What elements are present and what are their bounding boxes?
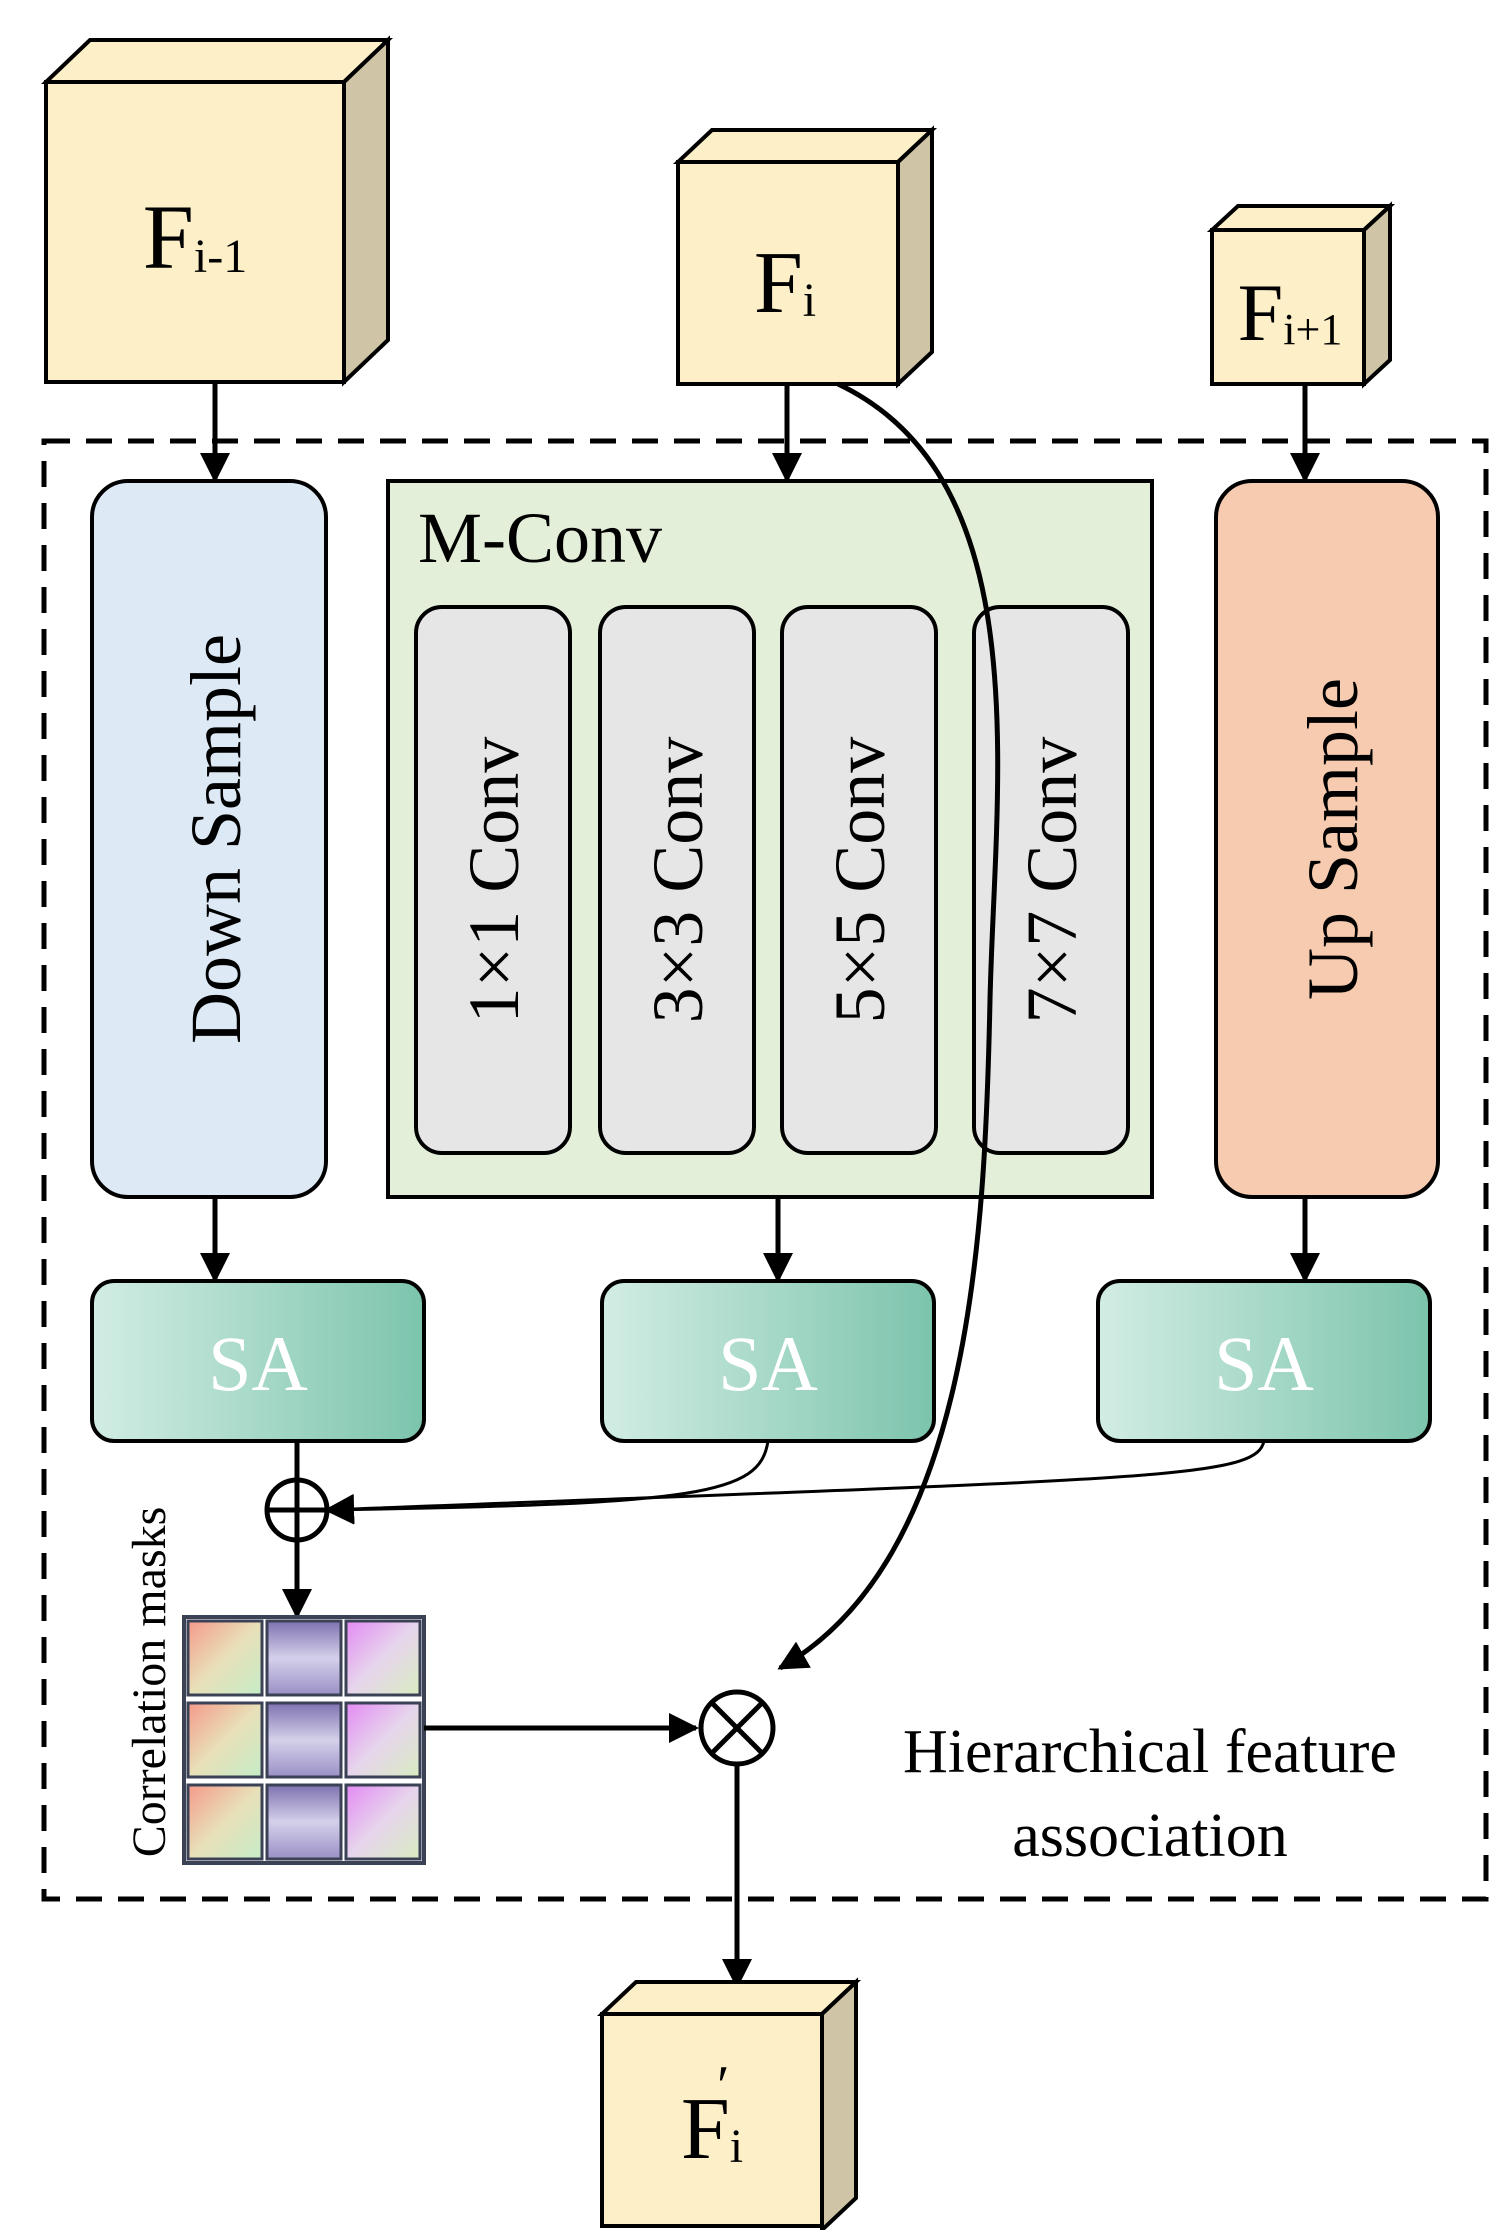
mconv-title: M-Conv: [418, 498, 662, 578]
up-sample-label: Up Sample: [1293, 678, 1373, 1000]
sa-block-left: SA: [90, 1279, 426, 1443]
correlation-masks-label: Correlation masks: [123, 1507, 176, 1858]
conv-3x3-label: 3×3 Conv: [638, 737, 718, 1024]
cube-output-label: Fi′: [681, 2055, 743, 2178]
sa-mid-label: SA: [718, 1320, 818, 1407]
multiply-node: [698, 1689, 776, 1767]
conv-5x5-block: 5×5 Conv: [780, 605, 938, 1155]
up-sample-block: Up Sample: [1214, 479, 1440, 1199]
down-sample-block: Down Sample: [90, 479, 328, 1199]
cube-f-cur: Fi: [672, 125, 938, 389]
cube-output: Fi′: [596, 1977, 862, 2230]
down-sample-label: Down Sample: [176, 634, 256, 1044]
sa-right-label: SA: [1214, 1320, 1314, 1407]
conv-1x1-block: 1×1 Conv: [414, 605, 572, 1155]
cube-f-prev: Fi-1: [41, 35, 393, 387]
conv-7x7-label: 7×7 Conv: [1012, 737, 1092, 1024]
conv-3x3-block: 3×3 Conv: [598, 605, 756, 1155]
sa-left-label: SA: [208, 1320, 308, 1407]
sum-node: [264, 1477, 330, 1543]
cube-f-next-label: Fi+1: [1238, 267, 1343, 358]
conv-5x5-label: 5×5 Conv: [820, 737, 900, 1024]
mconv-block: M-Conv 1×1 Conv 3×3 Conv 5×5 Conv 7×7 Co…: [386, 479, 1154, 1199]
arrow-skip-cur-to-mult: [777, 381, 1001, 1671]
conv-7x7-block: 7×7 Conv: [972, 605, 1130, 1155]
dashed-container: [41, 438, 1489, 1902]
arrow-sa-mid-to-sum: [324, 1440, 770, 1525]
cube-f-prev-label: Fi-1: [143, 186, 248, 288]
sa-block-right: SA: [1096, 1279, 1432, 1443]
conv-1x1-label: 1×1 Conv: [454, 737, 534, 1024]
cube-f-cur-label: Fi: [754, 235, 816, 332]
sa-block-mid: SA: [600, 1279, 936, 1443]
cube-f-next: Fi+1: [1206, 201, 1396, 389]
correlation-mask-grid: [182, 1615, 426, 1865]
hfa-label-line1: Hierarchical feature: [903, 1718, 1397, 1786]
hfa-label-line2: association: [1012, 1802, 1288, 1870]
arrow-sa-right-to-sum: [324, 1440, 1266, 1524]
